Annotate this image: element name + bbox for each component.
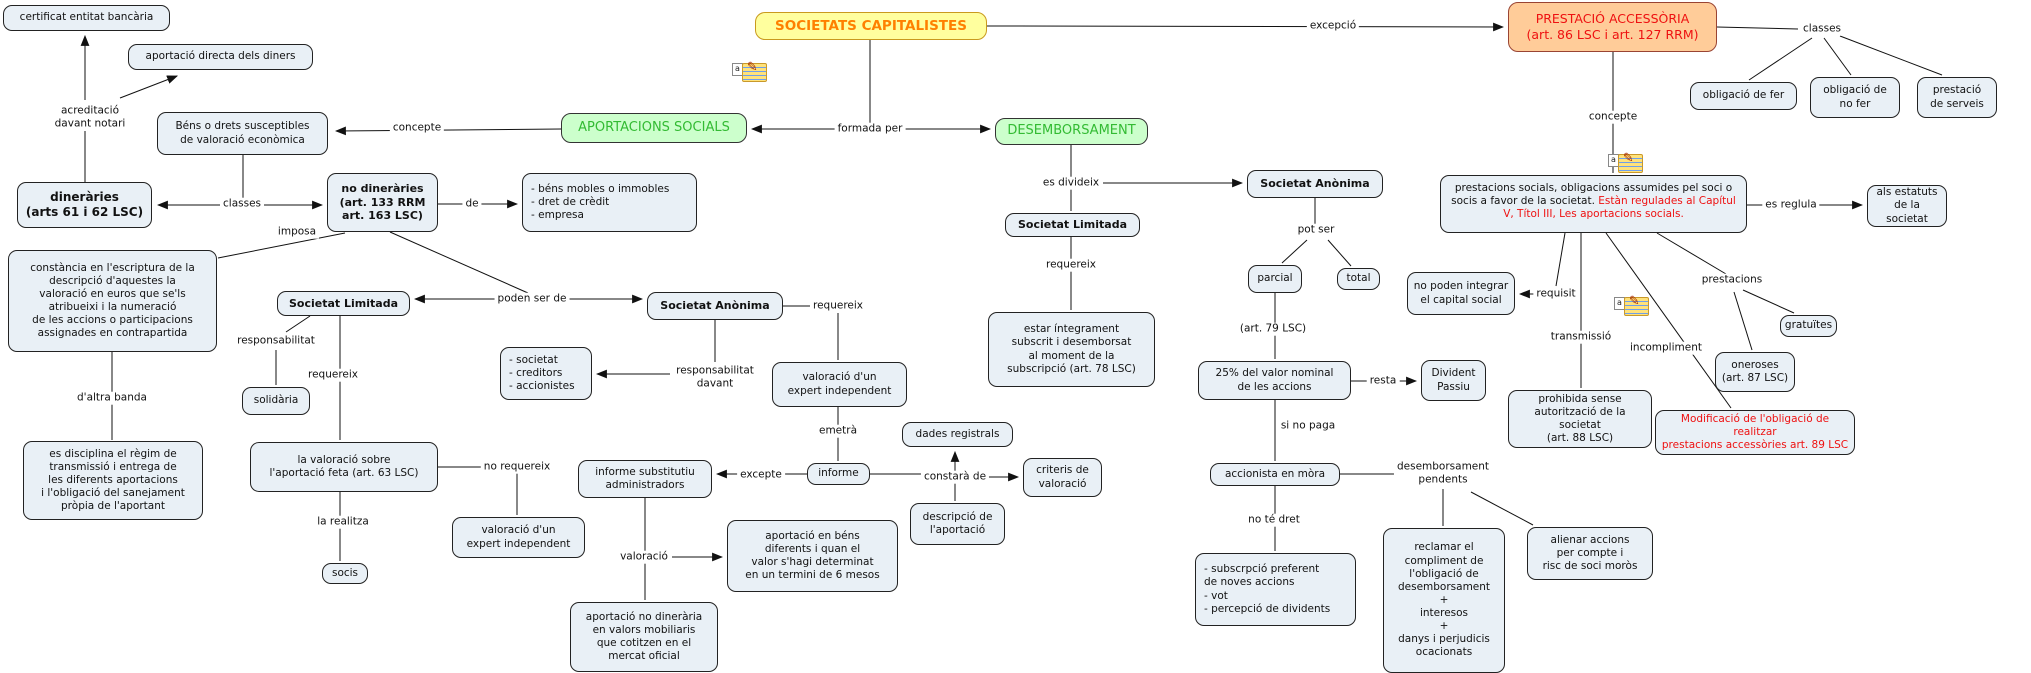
link-label-valoracio[interactable]: valoració [617,550,671,564]
link-label-si-no-paga[interactable]: si no paga [1277,419,1339,433]
link-label-poden-ser-de[interactable]: poden ser de [494,292,570,306]
annotation-note-icon[interactable]: a ✎ [1608,151,1643,173]
node-bens-o-drets[interactable]: Béns o drets susceptibles de valoració e… [157,112,328,155]
node-aportacio-bens-diferents[interactable]: aportació en béns diferents i quan el va… [727,520,898,592]
link-label-resta[interactable]: resta [1366,374,1400,388]
node-aportacio-directa[interactable]: aportació directa dels diners [128,44,313,70]
annotation-note-icon[interactable]: a ✎ [732,60,767,82]
node-parcial[interactable]: parcial [1248,265,1302,293]
node-aportacio-no-dineraria[interactable]: aportació no dinerària en valors mobilia… [570,602,718,672]
pencil-icon: ✎ [746,60,758,75]
node-gratuites[interactable]: gratuïtes [1780,315,1837,337]
link-label-formada-per[interactable]: formada per [834,122,906,136]
node-alienar-accions[interactable]: alienar accions per compte i risc de soc… [1527,527,1653,580]
link-label-de[interactable]: de [462,197,482,211]
node-accionista-en-mora[interactable]: accionista en mòra [1210,463,1340,486]
note-icon: ✎ [741,60,767,82]
link-label-es-divideix[interactable]: es divideix [1039,176,1103,190]
link-label-no-requereix[interactable]: no requereix [480,460,554,474]
node-societat-anonima-aportacions[interactable]: Societat Anònima [647,292,783,320]
node-modificacio-obligacio[interactable]: Modificació de l'obligació de realitzar … [1655,410,1855,455]
node-obligacio-de-fer[interactable]: obligació de fer [1690,82,1797,110]
link-label-excepte[interactable]: excepte [737,468,785,482]
node-prestacions-socials-concepte[interactable]: prestacions socials, obligacions assumid… [1440,175,1747,233]
prestacions-socials-text: prestacions socials, obligacions assumid… [1451,182,1733,208]
node-certificat-entitat-bancaria[interactable]: certificat entitat bancària [3,5,170,31]
link-label-prestacions[interactable]: prestacions [1698,273,1766,287]
node-valoracio-expert-independent-dalt[interactable]: valoració d'un expert independent [772,362,907,407]
node-societat-creditors-accionistes[interactable]: - societat - creditors - accionistes [500,347,592,400]
link-label-constara-de[interactable]: constarà de [920,470,990,484]
link-label-concepte-right[interactable]: concepte [1585,110,1641,124]
note-icon: ✎ [1617,151,1643,173]
node-25-valor-nominal[interactable]: 25% del valor nominal de les accions [1198,361,1351,400]
link-label-requereix-sa[interactable]: requereix [809,299,867,313]
link-label-imposa[interactable]: imposa [274,225,320,239]
node-societats-capitalistes[interactable]: SOCIETATS CAPITALISTES [755,12,987,40]
link-label-acreditacio[interactable]: acreditació davant notari [51,104,129,130]
node-societat-limitada-aportacions[interactable]: Societat Limitada [277,291,410,316]
node-estar-integrament-subscrit[interactable]: estar íntegrament subscrit i desemborsat… [988,312,1155,387]
node-valoracio-aportacio-feta[interactable]: la valoració sobre l'aportació feta (art… [250,442,438,492]
link-label-incompliment[interactable]: incompliment [1627,341,1705,355]
node-es-disciplina[interactable]: es disciplina el règim de transmissió i … [23,441,203,520]
link-label-requereix-desemb[interactable]: requereix [1042,258,1100,272]
node-descripcio-aportacio[interactable]: descripció de l'aportació [910,503,1005,545]
note-icon: ✎ [1623,294,1649,316]
node-socis[interactable]: socis [322,563,368,584]
node-solidaria[interactable]: solidària [242,387,310,415]
link-label-classes-left[interactable]: classes [220,197,264,211]
pencil-icon: ✎ [1622,151,1634,166]
node-reclamar-compliment[interactable]: reclamar el compliment de l'obligació de… [1383,528,1505,673]
link-label-pot-ser[interactable]: pot ser [1294,223,1338,237]
link-label-transmissio[interactable]: transmissió [1547,330,1615,344]
prestacions-socials-text-red: Estàn regulades al Capítul V, Títol III,… [1503,195,1736,221]
node-divident-passiu[interactable]: Divident Passiu [1421,360,1486,401]
node-dades-registrals[interactable]: dades registrals [902,422,1013,447]
link-label-es-reglula[interactable]: es reglula [1762,198,1820,212]
node-informe[interactable]: informe [807,463,870,485]
node-oneroses[interactable]: oneroses (art. 87 LSC) [1715,352,1795,392]
annotation-note-icon[interactable]: a ✎ [1614,294,1649,316]
link-label-responsabilitat-davant[interactable]: responsabilitat davant [673,364,757,390]
node-bens-mobles-llista[interactable]: - béns mobles o immobles - dret de crèdi… [522,173,697,232]
link-label-concepte-left[interactable]: concepte [389,121,445,135]
link-label-art79[interactable]: (art. 79 LSC) [1236,322,1310,336]
link-label-d-altra-banda[interactable]: d'altra banda [74,391,150,405]
link-label-no-te-dret[interactable]: no té dret [1245,513,1303,527]
link-label-requereix-sl[interactable]: requereix [304,368,362,382]
pencil-icon: ✎ [1628,294,1640,309]
node-als-estatuts[interactable]: als estatuts de la societat [1867,185,1947,227]
node-prohibida-sense-autoritzacio[interactable]: prohibida sense autorització de la socie… [1508,390,1652,448]
node-prestacio-accessoria[interactable]: PRESTACIÓ ACCESSÒRIA (art. 86 LSC i art.… [1508,2,1717,52]
node-informe-substitutiu[interactable]: informe substitutiu administradors [578,460,712,498]
link-label-desemborsament-pendents[interactable]: desemborsament pendents [1393,460,1493,486]
node-no-dineraries[interactable]: no dineràries (art. 133 RRM art. 163 LSC… [327,173,438,232]
node-total[interactable]: total [1337,268,1380,290]
node-drets-perduts-llista[interactable]: - subscrpció preferent de noves accions … [1195,553,1356,626]
link-label-responsabilitat[interactable]: responsabilitat [234,334,318,348]
node-valoracio-expert-independent-baix[interactable]: valoració d'un expert independent [452,517,585,558]
node-constancia-escriptura[interactable]: constància en l'escriptura de la descrip… [8,250,217,352]
link-label-classes-right[interactable]: classes [1800,22,1844,36]
link-label-requisit[interactable]: requisit [1533,287,1579,301]
node-dineraries[interactable]: dineràries (arts 61 i 62 LSC) [17,182,152,228]
link-label-la-realitza[interactable]: la realitza [314,515,372,529]
node-no-poden-integrar-capital[interactable]: no poden integrar el capital social [1407,272,1515,315]
link-label-excepcio[interactable]: excepció [1306,19,1360,33]
node-societat-limitada-desemborsament[interactable]: Societat Limitada [1005,213,1140,237]
node-aportacions-socials[interactable]: APORTACIONS SOCIALS [561,113,747,143]
node-obligacio-de-no-fer[interactable]: obligació de no fer [1810,77,1900,118]
node-prestacio-de-serveis[interactable]: prestació de serveis [1917,77,1997,118]
node-societat-anonima-desemborsament[interactable]: Societat Anònima [1247,170,1383,198]
node-desemborsament[interactable]: DESEMBORSAMENT [995,118,1148,145]
link-label-emetra[interactable]: emetrà [815,424,861,438]
node-criteris-valoracio[interactable]: criteris de valoració [1023,458,1102,497]
